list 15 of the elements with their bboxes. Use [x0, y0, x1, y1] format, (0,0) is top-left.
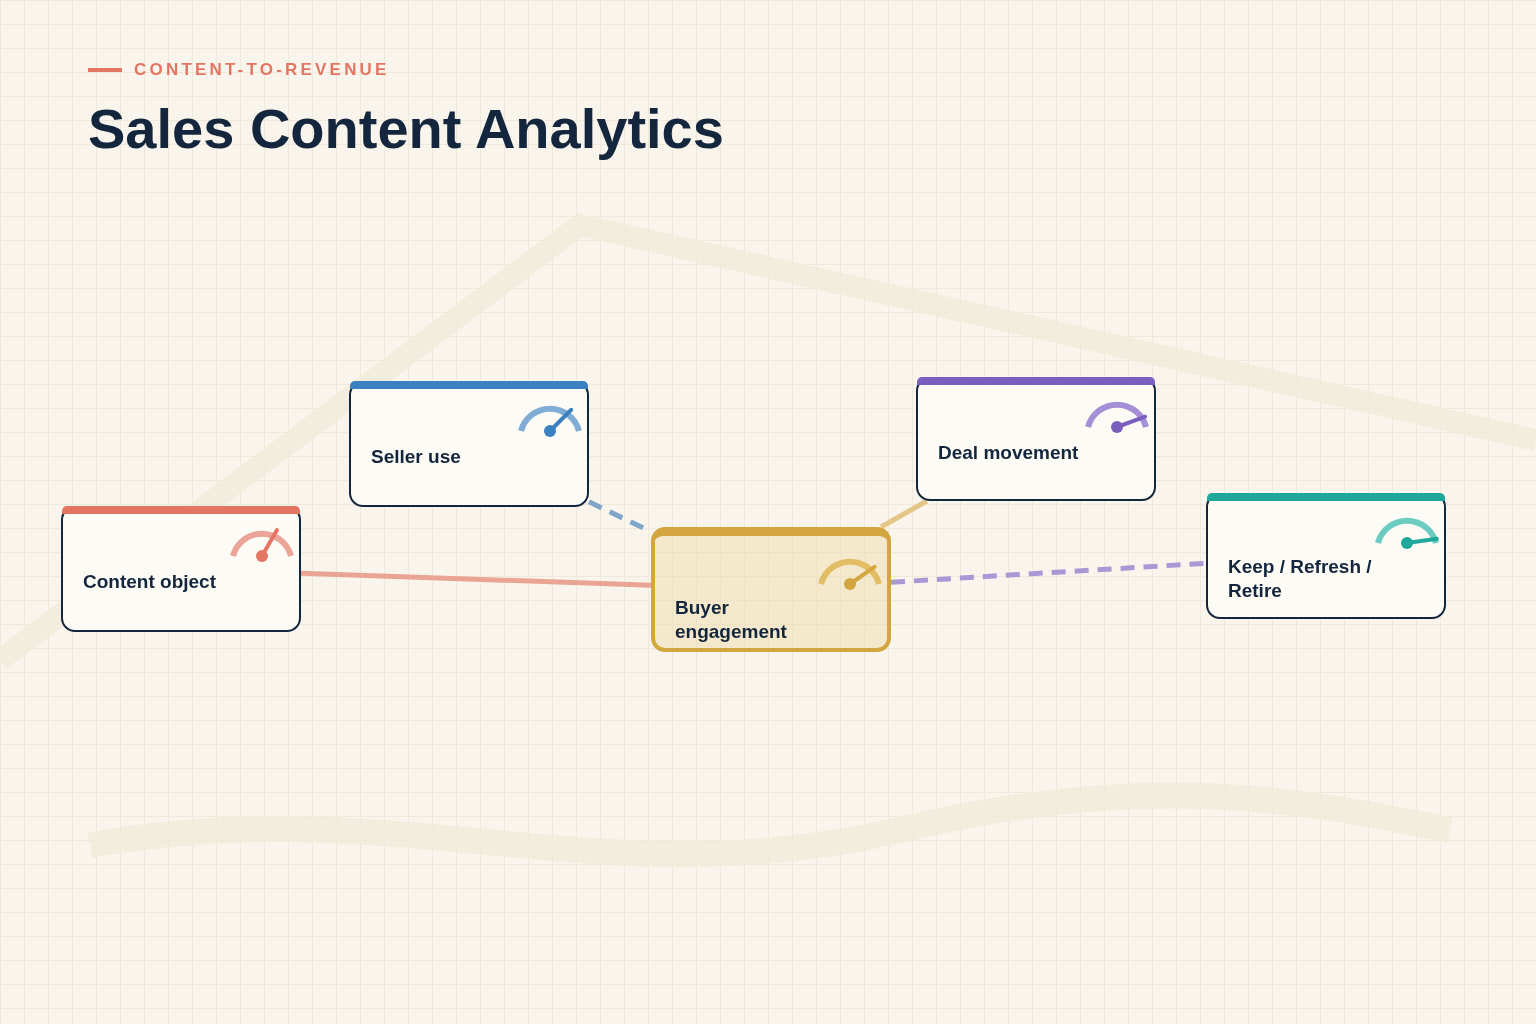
- node-card: [61, 506, 301, 632]
- connector-line: [879, 498, 929, 530]
- node-card: [1206, 493, 1446, 619]
- node-label: Seller use: [371, 445, 462, 469]
- node-card: [916, 377, 1156, 501]
- node-label: Keep / Refresh / Retire: [1228, 555, 1373, 603]
- connector-line: [300, 570, 652, 588]
- node-card: [349, 381, 589, 507]
- node-label: Buyer engagement: [675, 596, 788, 644]
- connector-line: [890, 560, 1207, 585]
- title: Sales Content Analytics: [88, 96, 724, 161]
- kicker-label: CONTENT-TO-REVENUE: [134, 60, 390, 80]
- node-label: Deal movement: [938, 441, 1080, 465]
- node-label: Content object: [83, 570, 217, 594]
- node-card: [651, 527, 891, 652]
